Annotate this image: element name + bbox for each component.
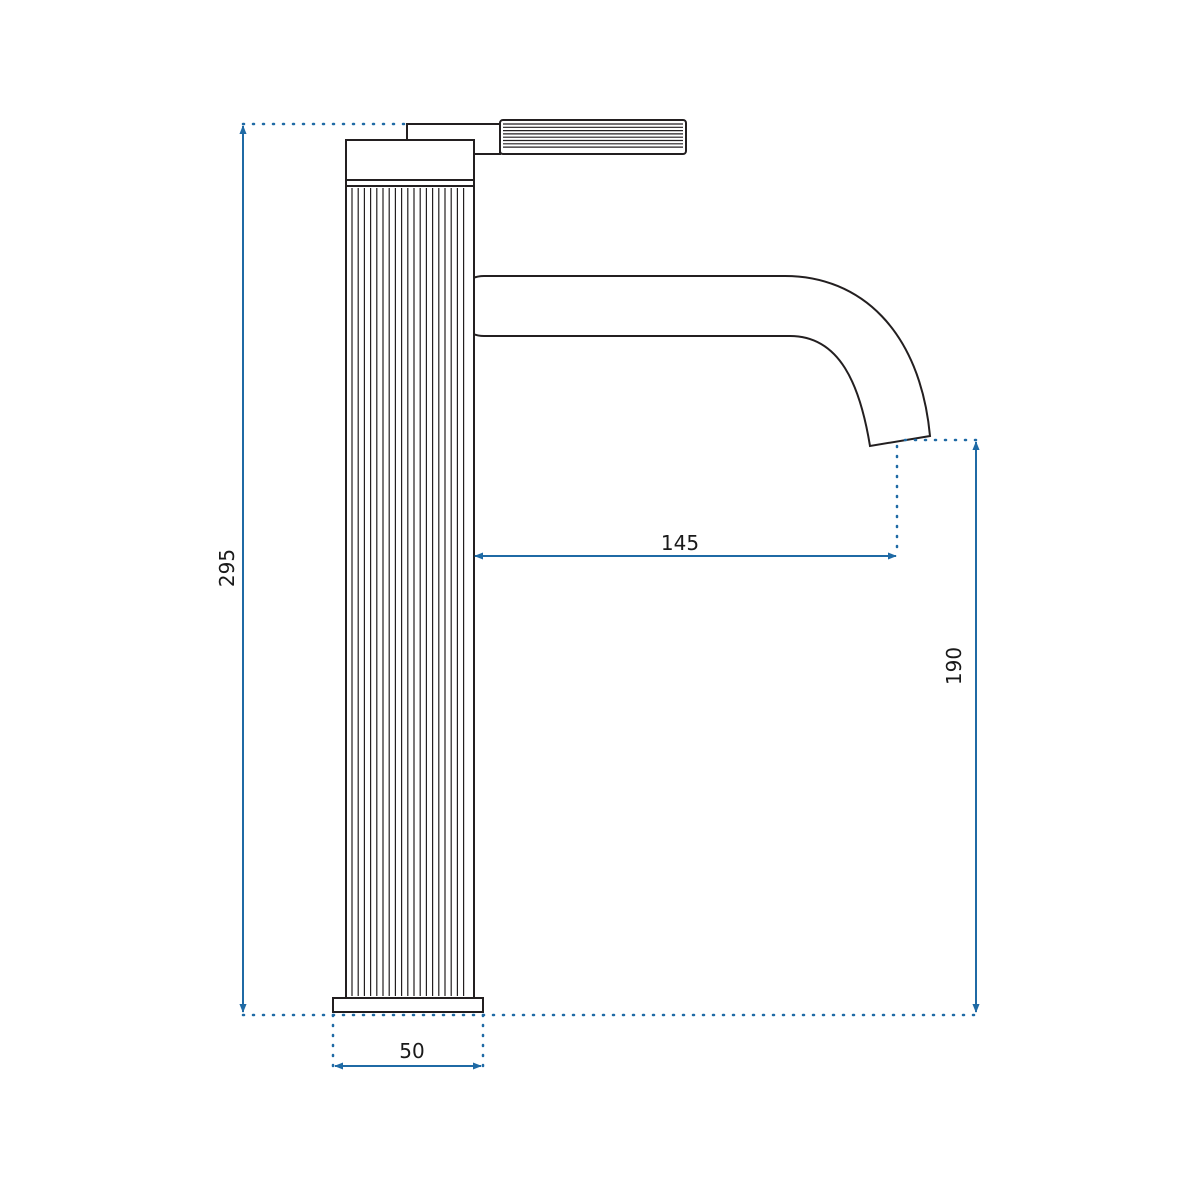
lever-handle [406,119,687,155]
total-height-label: 295 [215,549,239,587]
base-plate [332,997,484,1013]
dimension-labels: 295 145 190 50 [215,531,966,1063]
base-width-label: 50 [399,1039,424,1063]
spout-reach-label: 145 [661,531,699,555]
dimension-arrows [239,125,980,1070]
extension-lines [241,122,978,1068]
spout-height-label: 190 [942,647,966,685]
faucet-outline [332,119,932,1013]
body-column [345,185,475,999]
top-cap [345,139,475,181]
spout [453,275,932,448]
lever-grip-ridges [503,123,683,148]
body-flutes [351,188,465,996]
